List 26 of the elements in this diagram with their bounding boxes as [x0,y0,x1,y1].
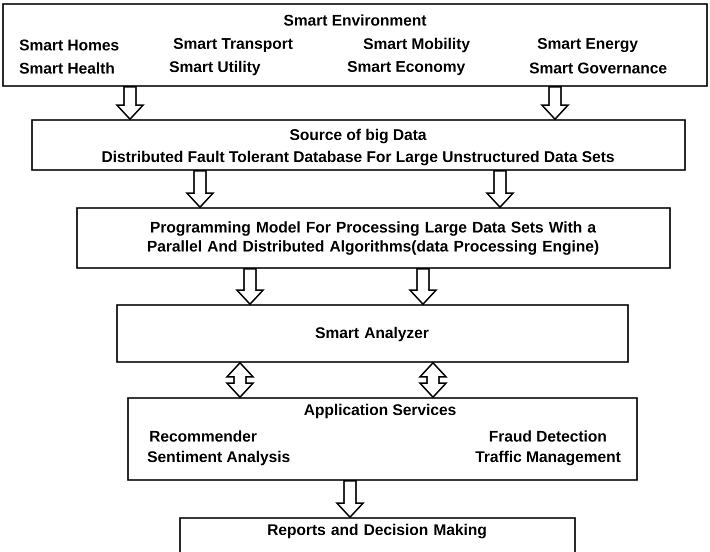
item-label: Smart Energy [538,38,638,52]
block-arrow [115,86,145,120]
box-label: Programming Model For Processing Large Data Sets With a Parallel And Distributed Algorithms(data Processing Engine) [148,221,598,255]
block-arrow [235,268,265,306]
item-label: Smart Health [20,62,114,74]
box-label: Smart Analyzer [316,326,429,342]
block-arrow [335,480,365,518]
item-label: Smart Utility [170,60,260,76]
item-label: Traffic Management [475,450,621,466]
block-arrow [185,170,215,208]
item-label: Smart Mobility [364,38,470,52]
box-heading: Source of big Data [290,128,427,144]
block-arrow [408,268,438,306]
item-label: Smart Homes [20,40,118,50]
block-arrow [485,170,515,208]
item-label: Recommender [150,430,257,442]
item-label: Sentiment Analysis [148,450,290,466]
item-label: Distributed Fault Tolerant Database For Large Unstructured Data Sets [102,150,614,166]
item-label: Smart Transport [174,38,293,52]
block-arrow [540,86,570,120]
item-label: Fraud Detection [490,430,606,442]
item-label: Smart Governance [530,62,666,74]
box-heading: Application Services [304,404,456,418]
box-heading: Smart Environment [284,14,426,26]
box-label: Reports and Decision Making [268,524,486,538]
item-label: Smart Economy [348,60,466,76]
